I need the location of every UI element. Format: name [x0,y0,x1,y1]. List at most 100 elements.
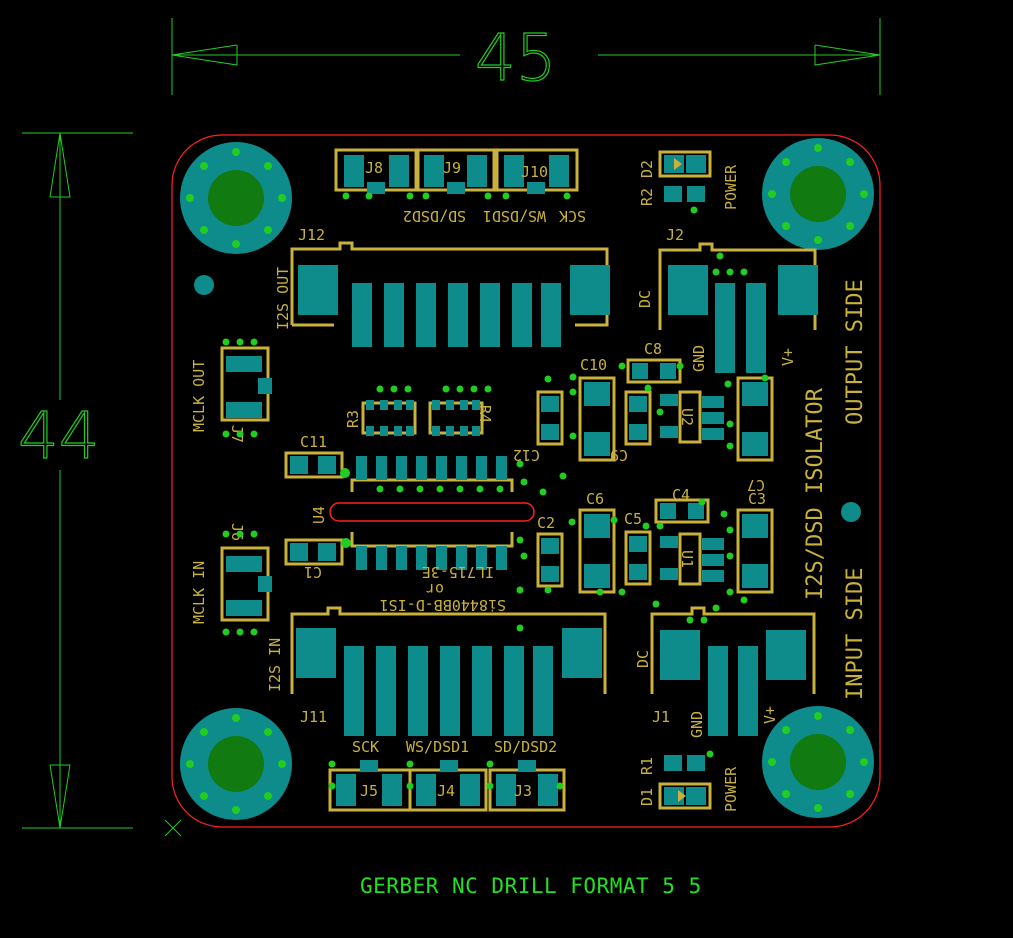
capacitor-c5: C5 [624,510,652,586]
j9-label: J9 [443,159,461,177]
ic-or-label: or [426,580,444,598]
sd-bottom-label: SD/DSD2 [494,738,557,756]
u2-label: U2 [678,408,696,426]
r4-label: R4 [476,405,494,423]
ws-top-label: WS/DSD1 [483,207,546,225]
mounting-hole-bl [180,708,292,820]
j2-label: J2 [666,226,684,244]
d2-label: D2 [638,160,656,178]
regulator-u1: U1 [660,532,724,586]
connector-j12: J12 I2S OUT [274,226,610,347]
connector-j2: J2 DC GND V+ [636,226,818,373]
sck-top-label: SCK [559,207,586,225]
ws-bottom-label: WS/DSD1 [406,738,469,756]
j1-label: J1 [652,708,670,726]
capacitor-c8: C8 [626,340,682,384]
input-side-label: INPUT SIDE [843,568,868,700]
c11-label: C11 [300,433,327,451]
j4-label: J4 [437,782,455,800]
gnd-top-label: GND [690,345,708,372]
u4-label: U4 [310,506,328,524]
drill-format-caption: GERBER NC DRILL FORMAT 5 5 [360,874,702,898]
sd-top-label: SD/DSD2 [403,207,466,225]
isolator-u4: U4 Si8440BB-D-IS1 or IL715-3E [310,456,535,614]
regulator-u2: U2 [660,390,724,444]
capacitor-c12: C12 [513,390,564,464]
j3-label: J3 [514,782,532,800]
height-dimension: 44 [17,132,133,829]
connector-j6: MCLK IN J6 [190,523,272,624]
i2s-in-label: I2S IN [266,638,284,692]
vplus-top-label: V+ [779,348,797,366]
j12-label: J12 [298,226,325,244]
capacitor-c6: C6 [578,490,616,594]
mounting-hole-tl [180,142,292,254]
fiducial-right [841,502,861,522]
mounting-hole-br [762,706,874,818]
c5-label: C5 [624,510,642,528]
led-d2: R2 D2 POWER [638,150,740,210]
d1-label: D1 [638,788,656,806]
jumper-j5: J5 [328,760,412,812]
jumper-j10: J10 [495,148,579,194]
gnd-bottom-label: GND [688,711,706,738]
c6-label: C6 [586,490,604,508]
capacitor-c11: C11 [284,433,344,479]
isolation-slot [329,502,535,522]
capacitor-c1: C1 [284,538,344,581]
mclk-in-label: MCLK IN [190,561,208,624]
r2-label: R2 [638,188,656,206]
output-side-label: OUTPUT SIDE [843,279,868,425]
capacitor-c2: C2 [536,514,564,588]
connector-j11: I2S IN J11 [266,606,607,736]
connector-j7: MCLK OUT J7 [190,346,272,443]
c8-label: C8 [644,340,662,358]
mounting-hole-tr [762,138,874,250]
j10-label: J10 [521,163,548,181]
power-bottom-label: POWER [722,766,740,812]
height-dimension-label: 44 [18,400,99,474]
mclk-out-label: MCLK OUT [190,360,208,432]
c12-label: C12 [513,446,540,464]
led-d1: R1 D1 POWER [638,755,740,812]
r3-label: R3 [344,410,362,428]
c7-label: C7 [747,476,765,494]
j5-label: J5 [360,782,378,800]
isolator-label: I2S/DSD ISOLATOR [803,387,828,600]
r1-label: R1 [638,757,656,775]
board-outline [171,134,881,828]
c9-label: C9 [610,446,628,464]
power-top-label: POWER [722,164,740,210]
dc-top-label: DC [636,290,654,308]
j6-label: J6 [228,523,246,541]
capacitor-c9: C9 [610,390,652,464]
top-signal-labels: SCK WS/DSD1 SD/DSD2 [403,207,586,225]
ic-alt-part-label: IL715-3E [422,563,494,581]
resistor-r3: R3 [344,400,417,436]
jumper-j3: J3 [488,760,566,812]
fiducial-left [194,275,214,295]
capacitor-c4: C4 [654,486,710,524]
jumper-j9: J9 [414,148,496,194]
c3-label: C3 [748,490,766,508]
u1-label: U1 [678,550,696,568]
connector-j1: DC J1 GND V+ [634,606,816,738]
sck-bottom-label: SCK [352,738,379,756]
width-dimension: 45 [171,18,881,97]
vias [222,192,769,790]
capacitor-c10: C10 [578,356,616,462]
ic-part-label: Si8440BB-D-IS1 [380,596,506,614]
origin-marker [164,819,182,837]
jumper-j4: J4 [408,760,488,812]
dc-bottom-label: DC [634,650,652,668]
c1-label: C1 [304,563,322,581]
i2s-out-label: I2S OUT [274,267,292,330]
j8-label: J8 [365,159,383,177]
capacitor-c7: C7 [736,376,774,494]
c2-label: C2 [537,514,555,532]
c10-label: C10 [580,356,607,374]
jumper-j8: J8 [334,148,420,194]
width-dimension-label: 45 [475,22,556,96]
resistor-r4: R4 [428,400,494,436]
